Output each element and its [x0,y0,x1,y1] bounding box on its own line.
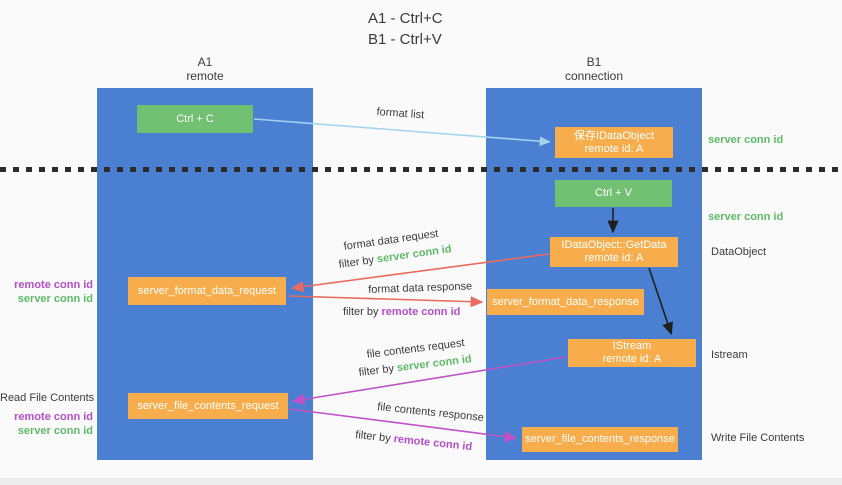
boundary-dotted-line [0,167,842,172]
filter-by-prefix: filter by [343,306,382,318]
lane-b-header: B1 connection [534,55,654,83]
save-idataobject-line2: remote id: A [584,142,644,155]
lane-a-id: A1 [197,55,213,69]
save-idataobject-box: 保存IDataObject remote id: A [555,127,673,158]
remote-conn-id-left-1: remote conn id [14,279,93,291]
read-file-contents-label: Read File Contents [0,392,95,404]
lane-b-subtitle: connection [564,69,624,83]
server-conn-id-right-2: server conn id [708,211,784,223]
server-format-data-response-box: server_format_data_response [487,289,644,315]
server-file-contents-request-box: server_file_contents_request [128,393,288,419]
server-conn-id-left-2: server conn id [17,425,93,437]
server-format-data-response-label: server_format_data_response [492,295,639,308]
title-line-2: B1 - Ctrl+V [368,31,442,48]
remote-conn-id-text: remote conn id [393,433,473,454]
ctrl-v-box: Ctrl + V [555,180,672,207]
lane-a-header: A1 remote [145,55,265,83]
dataobject-label: DataObject [711,246,767,258]
istream-line2: remote id: A [602,353,662,365]
remote-conn-id-text: remote conn id [381,306,461,318]
server-conn-id-left-1: server conn id [17,293,93,305]
ctrl-c-box: Ctrl + C [137,105,253,133]
filter-by-prefix: filter by [354,429,395,445]
remote-conn-id-left-2: remote conn id [14,411,93,423]
save-idataobject-line1: 保存IDataObject [573,129,655,142]
idataobject-getdata-box: IDataObject::GetData remote id: A [550,237,678,267]
istream-box: IStream remote id: A [568,339,696,367]
filter-by-remote-conn-id-label-1: filter by remote conn id [343,306,460,319]
istream-side-label: Istream [711,349,748,361]
diagram-title: A1 - Ctrl+C B1 - Ctrl+V [368,8,443,50]
filter-by-prefix: filter by [338,253,378,271]
bottom-edge-strip [0,478,842,485]
format-list-label: format list [376,106,425,122]
file-contents-response-label: file contents response [376,401,485,425]
server-file-contents-response-label: server_file_contents_response [525,433,675,445]
write-file-contents-label: Write File Contents [711,432,805,444]
ctrl-c-label: Ctrl + C [176,112,214,125]
server-conn-id-right-1: server conn id [708,134,784,146]
title-line-1: A1 - Ctrl+C [368,10,443,27]
format-data-response-arrow [288,295,484,308]
server-format-data-request-label: server_format_data_request [137,284,277,297]
server-format-data-request-box: server_format_data_request [128,277,286,305]
filter-by-prefix: filter by [358,362,398,379]
filter-by-remote-conn-id-label-2: filter by remote conn id [355,429,473,454]
lane-b-id: B1 [586,55,602,69]
server-file-contents-request-label: server_file_contents_request [137,399,279,412]
server-file-contents-response-box: server_file_contents_response [522,427,678,452]
getdata-line1: IDataObject::GetData [561,239,667,251]
ctrl-v-label: Ctrl + V [595,187,632,199]
format-data-response-label: format data response [368,280,473,296]
lane-a-subtitle: remote [186,69,224,83]
getdata-line2: remote id: A [584,252,644,264]
istream-line1: IStream [612,340,652,352]
